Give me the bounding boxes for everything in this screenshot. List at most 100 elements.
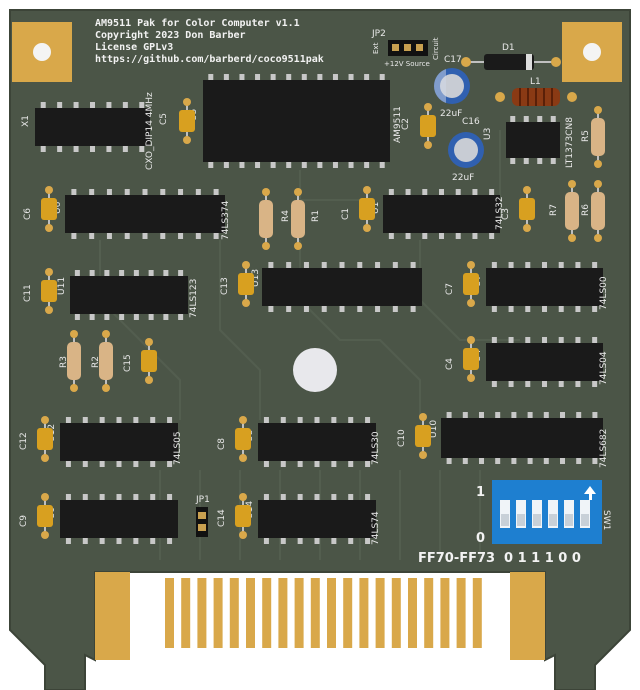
ic-body	[60, 500, 178, 538]
ic-pin	[297, 417, 303, 424]
ic-pin	[160, 189, 166, 196]
dip-switch-knob[interactable]	[581, 514, 589, 526]
ic-pin	[489, 232, 495, 239]
ic-pin	[71, 189, 77, 196]
ic-pin	[576, 457, 582, 464]
ic-u5: U5AM9511	[189, 74, 403, 168]
ic-pin	[375, 305, 381, 312]
ic-pin	[150, 417, 156, 424]
edge-finger	[327, 578, 336, 648]
edge-connector	[95, 572, 545, 660]
ic-pin	[508, 380, 514, 387]
cap-ref-label: C5	[159, 113, 169, 125]
ic-body	[486, 343, 603, 381]
ic-pin	[280, 417, 286, 424]
edge-finger	[229, 578, 239, 648]
ic-pin	[392, 262, 398, 269]
edge-finger	[440, 578, 450, 648]
ic-pin	[375, 262, 381, 269]
edge-finger	[213, 578, 223, 648]
jp2-ref: JP2	[371, 29, 386, 39]
ic-pin	[99, 417, 105, 424]
ic-pin	[89, 313, 95, 320]
cap-body	[359, 198, 375, 220]
ic-pin	[525, 380, 531, 387]
ic-pin	[348, 460, 354, 467]
ic-pin	[119, 313, 125, 320]
cap-ref-label: C3	[501, 208, 511, 220]
ic-pin	[511, 457, 517, 464]
ic-pin	[167, 537, 173, 544]
ic-pin	[365, 537, 371, 544]
ic-pin	[511, 412, 517, 419]
ic-pin	[268, 305, 274, 312]
cap-body	[41, 280, 57, 302]
cap-body	[41, 198, 57, 220]
ic-pin	[410, 305, 416, 312]
cap-body	[519, 198, 535, 220]
cap-c13: C13	[220, 261, 254, 307]
edge-finger	[472, 578, 482, 648]
dip-switch-knob[interactable]	[565, 514, 573, 526]
ic-pin	[364, 74, 370, 81]
ic-pin	[543, 412, 549, 419]
dip-switch-knob[interactable]	[549, 514, 557, 526]
dip-switch-knob[interactable]	[517, 514, 525, 526]
cap-ref-label: C8	[217, 438, 227, 450]
ic-pin	[542, 337, 547, 344]
ic-pin	[104, 270, 110, 277]
edge-finger	[456, 578, 466, 648]
ic-pin	[74, 270, 80, 277]
ic-u9: U9	[47, 494, 178, 544]
ic-body	[506, 122, 560, 158]
ic-ref-label: U11	[57, 277, 67, 295]
header-line-2: Copyright 2023 Don Barber	[95, 29, 246, 41]
d1-ref: D1	[502, 43, 515, 53]
jumper-jp1: JP1	[195, 495, 210, 537]
ic-pin	[523, 157, 529, 164]
inductor-l1: L1	[495, 77, 577, 106]
ic-pin	[321, 305, 327, 312]
dip-switch-knob[interactable]	[533, 514, 541, 526]
ic-pin	[65, 494, 71, 501]
dip-switch-knob[interactable]	[501, 514, 509, 526]
ic-pin	[314, 417, 320, 424]
ic-pin	[422, 189, 428, 196]
cap-c14: C14	[217, 493, 251, 539]
ic-pin	[263, 494, 269, 501]
cap-body	[415, 425, 431, 447]
jp2-bottom-label: +12V Source	[384, 60, 430, 68]
cap-c6: C6	[23, 186, 57, 232]
header-line-1: AM9511 Pak for Color Computer v1.1	[95, 18, 300, 29]
ic-pin	[255, 161, 261, 168]
ic-pin	[139, 145, 145, 152]
cap-c8: C8	[217, 416, 251, 462]
header-line-4: https://github.com/barberd/coco9511pak	[95, 53, 324, 65]
ic-pin	[525, 337, 531, 344]
ic-pin	[365, 417, 371, 424]
c17-ref: C17	[444, 55, 462, 65]
ic-pin	[542, 262, 547, 269]
ic-pin	[388, 189, 394, 196]
ic-pin	[592, 412, 598, 419]
ic-pin	[142, 232, 148, 239]
resistor-ref-label: R4	[281, 210, 291, 222]
ic-part-label: 74LS30	[371, 431, 381, 465]
ic-pin	[301, 161, 307, 168]
ic-pin	[297, 537, 303, 544]
ic-pin	[527, 457, 533, 464]
ic-pin	[550, 116, 556, 123]
ic-pin	[379, 74, 385, 81]
diode-d1: D1	[461, 43, 561, 70]
cap-c17: C17 22uF	[433, 55, 470, 119]
ic-body	[60, 423, 178, 461]
resistor-r6: R6	[581, 180, 605, 242]
edge-finger	[262, 578, 272, 648]
cap-ref-label: C7	[445, 283, 455, 295]
cap-c1: C1	[341, 186, 375, 232]
ic-pin	[223, 74, 229, 81]
ic-pin	[178, 232, 184, 239]
ic-pin	[106, 145, 112, 152]
